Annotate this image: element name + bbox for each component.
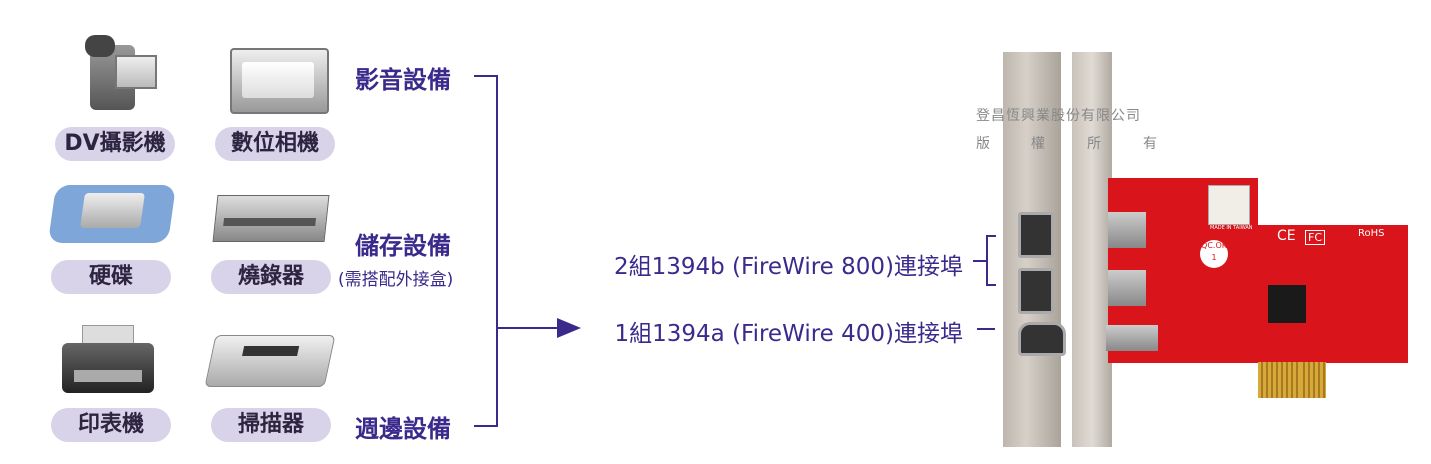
card-bracket-rear [1072,52,1112,447]
watermark-company: 登昌恆興業股份有限公司 [976,108,1141,124]
ce-mark: CE [1277,228,1296,244]
port-label-1394b: 2組1394b (FireWire 800)連接埠 [613,254,963,280]
qc-sticker: QC.OK 1 [1200,240,1228,268]
qc-number: 1 [1211,253,1217,262]
bracket-top-tick [474,75,497,77]
power-connector [1208,185,1250,225]
port-a-tick [977,328,995,330]
bracket-vertical [496,75,498,427]
arrow-head-icon [557,318,581,338]
watermark-rights-4: 有 [1143,136,1158,152]
port-label-1394a: 1組1394a (FireWire 400)連接埠 [614,321,963,347]
device-label-optical-drive: 燒錄器 [211,260,331,294]
port-b-tick [973,260,987,262]
arrow-shaft [497,327,559,329]
device-label-printer: 印表機 [51,408,171,442]
made-in-label: MADE IN TAIWAN [1210,225,1253,231]
scanner-icon [204,335,336,387]
device-label-camcorder: DV攝影機 [55,127,175,161]
watermark-rights-3: 所 [1087,136,1102,152]
digital-camera-icon [230,48,329,114]
category-peripheral: 週邊設備 [355,415,451,443]
watermark-rights-1: 版 [976,136,991,152]
bracket-bottom-tick [474,425,497,427]
firewire-400-port [1018,322,1066,356]
category-storage-note: (需搭配外接盒) [338,270,454,290]
device-label-digital-camera: 數位相機 [215,127,335,161]
fc-mark: FC [1305,230,1326,245]
board-port-2 [1108,270,1146,306]
pcie-edge-connector-small [1300,362,1326,398]
port-b-bracket-top [986,235,996,237]
camcorder-icon [80,30,160,115]
device-label-scanner: 掃描器 [211,408,331,442]
rohs-mark: RoHS [1358,228,1385,239]
hard-disk-icon [47,185,177,243]
printer-icon [62,325,154,393]
board-port-1 [1108,212,1146,248]
category-storage: 儲存設備 [355,232,451,260]
optical-drive-icon [212,195,330,242]
port-b-bracket [986,235,988,286]
device-label-hard-disk: 硬碟 [51,260,171,294]
board-port-3 [1106,325,1158,351]
category-av: 影音設備 [355,66,451,94]
firewire-800-port-2 [1018,268,1054,314]
watermark-rights-2: 權 [1031,136,1046,152]
firewire-800-port-1 [1018,212,1054,258]
port-b-bracket-bottom [986,284,996,286]
qc-label: QC.OK [1201,241,1227,250]
controller-chip [1268,285,1306,323]
